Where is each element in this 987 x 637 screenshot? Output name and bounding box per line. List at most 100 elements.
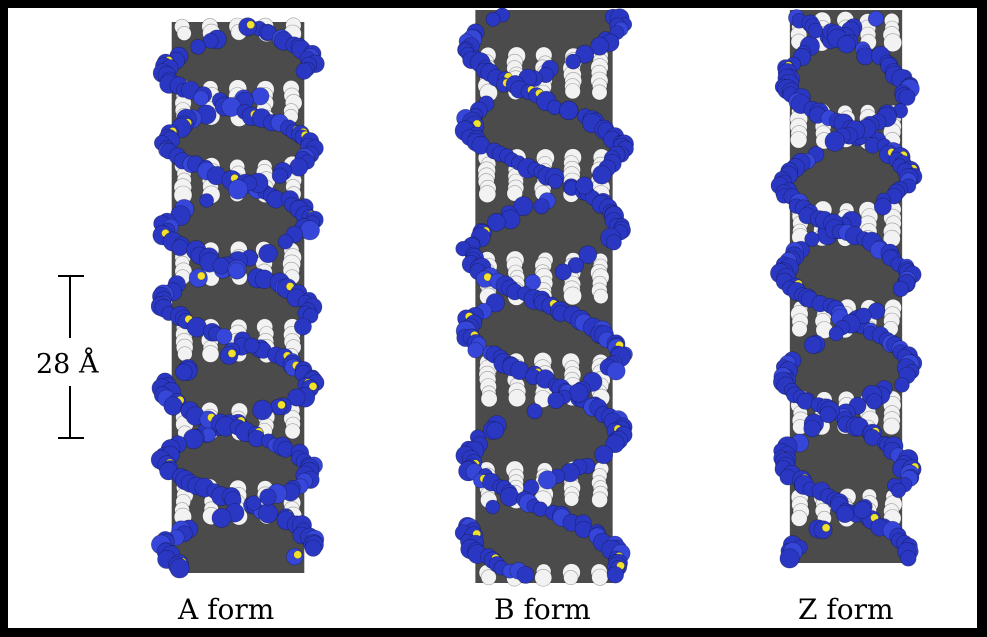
b-form-label: B form [494, 593, 591, 626]
backbone-atom [825, 132, 845, 152]
backbone-atom [797, 393, 813, 409]
backbone-atom [191, 39, 206, 54]
backbone-atom [866, 394, 882, 410]
phosphorus-atom [278, 401, 286, 409]
base-atom [564, 287, 582, 305]
base-atom [565, 84, 580, 99]
backbone-atom [228, 180, 248, 200]
backbone-atom [548, 392, 564, 408]
base-atom [565, 492, 579, 506]
backbone-atom [170, 559, 189, 578]
base-atom [508, 389, 525, 406]
a-form-helix [151, 18, 324, 578]
backbone-atom [891, 483, 906, 498]
backbone-atom [559, 101, 578, 120]
base-atom [592, 492, 608, 508]
backbone-atom [569, 383, 588, 402]
phosphorus-atom [247, 21, 255, 29]
phosphorus-atom [197, 272, 205, 280]
backbone-atom [278, 234, 293, 249]
backbone-atom [780, 549, 799, 568]
backbone-atom [468, 342, 484, 358]
backbone-atom [808, 23, 823, 38]
base-atom [535, 569, 552, 586]
backbone-atom [253, 400, 273, 420]
backbone-atom [194, 91, 209, 106]
backbone-atom [290, 158, 308, 176]
z-form-label: Z form [798, 593, 894, 626]
backbone-atom [538, 471, 556, 489]
backbone-atom [548, 175, 562, 189]
base-atom [479, 186, 496, 203]
z-form-helix [770, 10, 922, 569]
backbone-atom [175, 364, 192, 381]
backbone-atom [300, 221, 319, 240]
backbone-atom [576, 177, 593, 194]
backbone-atom [592, 165, 611, 184]
base-atom [592, 569, 608, 585]
backbone-atom [296, 63, 312, 79]
backbone-atom [246, 496, 261, 511]
backbone-atom [836, 505, 854, 523]
backbone-atom [259, 244, 278, 263]
base-atom [792, 321, 807, 336]
phosphorus-atom [228, 350, 236, 358]
backbone-atom [486, 12, 500, 26]
backbone-atom [534, 199, 549, 214]
backbone-atom [486, 500, 500, 514]
backbone-atom [517, 566, 534, 583]
backbone-atom [900, 550, 916, 566]
phosphorus-atom [294, 551, 302, 559]
backbone-atom [804, 336, 821, 353]
backbone-atom [164, 397, 183, 416]
phosphorus-atom [822, 524, 830, 532]
backbone-atom [172, 239, 188, 255]
backbone-atom [200, 194, 214, 208]
base-atom [883, 418, 900, 435]
base-atom [285, 424, 300, 439]
backbone-atom [829, 327, 843, 341]
backbone-atom [527, 404, 542, 419]
backbone-atom [804, 420, 821, 437]
backbone-atom [500, 487, 519, 506]
backbone-atom [305, 540, 321, 556]
backbone-atom [229, 263, 245, 279]
base-atom [178, 347, 193, 362]
backbone-atom [244, 338, 259, 353]
base-atom [790, 132, 807, 149]
backbone-atom [606, 235, 621, 250]
b-form-helix [455, 8, 634, 586]
backbone-atom [868, 11, 883, 26]
base-atom [481, 570, 496, 585]
backbone-atom [294, 318, 311, 335]
backbone-atom [566, 54, 581, 69]
backbone-atom [555, 264, 571, 280]
backbone-atom [895, 378, 910, 393]
base-atom [564, 570, 578, 584]
backbone-atom [216, 329, 232, 345]
backbone-atom [213, 258, 230, 275]
backbone-atom [854, 501, 871, 518]
backbone-atom [260, 489, 277, 506]
backbone-atom [820, 406, 836, 422]
backbone-atom [838, 35, 856, 53]
backbone-atom [258, 504, 278, 524]
backbone-atom [212, 508, 231, 527]
backbone-atom [874, 198, 891, 215]
figure-panel: 28 Å A form B form Z form [8, 8, 977, 628]
base-atom [177, 26, 191, 40]
backbone-atom [893, 281, 909, 297]
base-atom [481, 391, 497, 407]
backbone-atom [252, 88, 269, 105]
backbone-atom [272, 168, 288, 184]
backbone-atom [607, 567, 624, 584]
a-form-label: A form [178, 593, 274, 626]
backbone-atom [487, 422, 504, 439]
base-atom [202, 346, 219, 363]
backbone-atom [899, 89, 915, 105]
base-atom [791, 510, 807, 526]
backbone-atom [595, 446, 613, 464]
scale-label: 28 Å [34, 349, 100, 380]
backbone-atom [607, 362, 625, 380]
